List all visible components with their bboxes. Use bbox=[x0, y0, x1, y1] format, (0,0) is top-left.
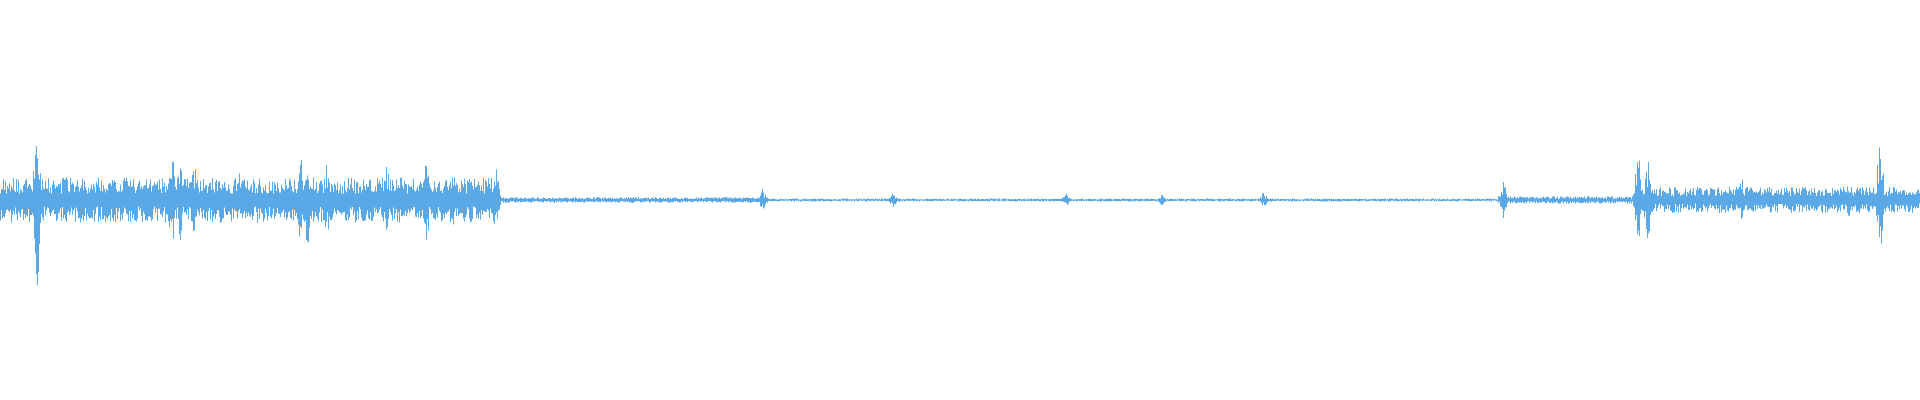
waveform-bars bbox=[0, 146, 1920, 286]
